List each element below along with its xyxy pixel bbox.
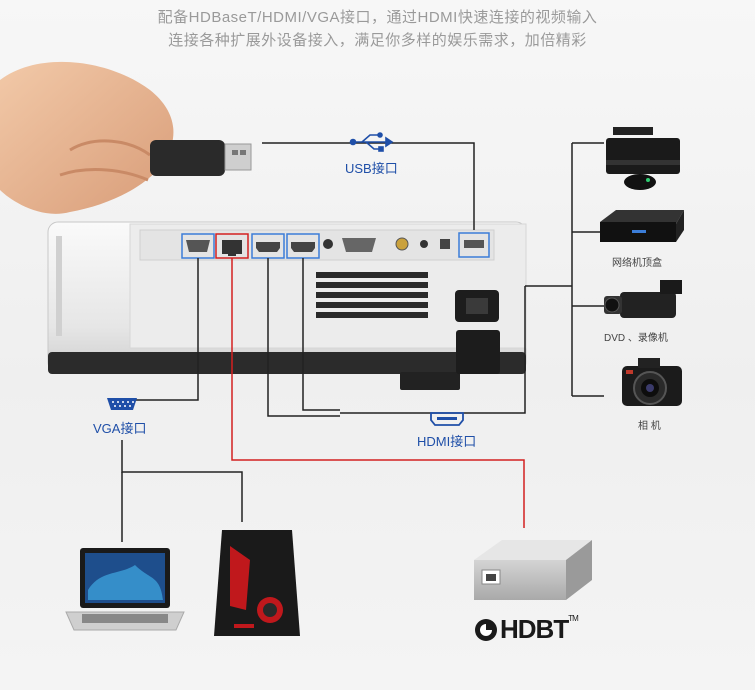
hdmi-connector-icon: [430, 412, 464, 426]
dslr-camera: [622, 358, 682, 406]
vga-label: VGA接口: [93, 421, 147, 436]
hdmi-label: HDMI接口: [417, 434, 477, 449]
headline-line-1: 配备HDBaseT/HDMI/VGA接口，通过HDMI快速连接的视频输入: [157, 9, 598, 26]
set-top-box: [600, 210, 684, 242]
power-socket: [455, 290, 499, 322]
laptop: [65, 548, 185, 631]
misc-ports: [323, 237, 450, 252]
connection-lines: [121, 142, 604, 542]
vent-grid: [316, 272, 428, 318]
hdbaset-line: [231, 258, 525, 528]
hdbt-logo-text: HDBT: [500, 614, 569, 644]
usb-trident-icon: [349, 132, 394, 152]
hdbt-logo: HDBTTM: [478, 614, 579, 645]
dvd-label: DVD 、录像机: [604, 333, 668, 344]
hdbaset-receiver-box: [474, 540, 592, 600]
usb-label: USB接口: [345, 161, 398, 176]
camcorder: [604, 280, 682, 318]
vga-connector-icon: [107, 398, 137, 410]
game-console: [606, 127, 680, 190]
usb-port: [458, 232, 490, 258]
camera-label: 相 机: [638, 421, 661, 432]
settop-label: 网络机顶盒: [612, 258, 662, 269]
headline-line-2: 连接各种扩展外设备接入，满足你多样的娱乐需求，加倍精彩: [168, 32, 587, 49]
hand-with-usb-stick: [0, 61, 252, 214]
desktop-tower: [214, 530, 300, 636]
hdbt-tm: TM: [568, 614, 579, 623]
hdbt-logo-mark: [475, 619, 497, 641]
